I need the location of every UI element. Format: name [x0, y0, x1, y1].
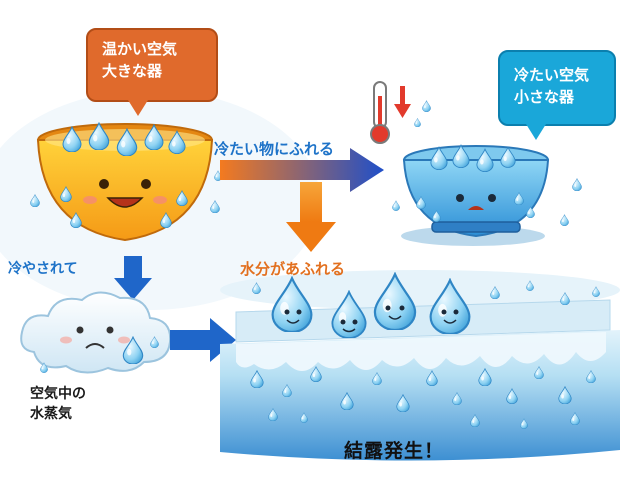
right-arrow-icon — [170, 318, 236, 362]
water-vapor-line1: 空気中の — [30, 386, 86, 402]
warm-air-callout: 温かい空気 大きな器 — [86, 28, 218, 116]
cold-air-callout: 冷たい空気 小さな器 — [498, 50, 616, 140]
down-arrow-icon — [286, 182, 336, 252]
water-vapor-label: 空気中の 水蒸気 — [30, 384, 86, 424]
touch-cold-label: 冷たい物にふれる — [214, 140, 335, 158]
cloud-icon — [20, 291, 172, 374]
down-arrow-icon — [394, 86, 411, 118]
cold-air-text: 冷たい空気 — [514, 66, 590, 84]
warm-bowl-icon — [30, 122, 222, 242]
warm-air-text: 温かい空気 — [102, 40, 178, 58]
cooled-label: 冷やされて — [8, 261, 78, 277]
down-arrow-icon — [114, 256, 152, 300]
large-container-text: 大きな器 — [102, 62, 163, 80]
cold-bowl-icon — [392, 144, 582, 246]
thermometer-icon — [370, 81, 390, 144]
small-container-text: 小さな器 — [514, 88, 575, 106]
overflow-label: 水分があふれる — [240, 260, 346, 278]
water-vapor-line2: 水蒸気 — [30, 406, 72, 422]
condensation-surface-icon — [220, 270, 620, 461]
right-arrow-icon — [220, 148, 384, 192]
condensation-label: 結露発生！ — [344, 440, 445, 462]
